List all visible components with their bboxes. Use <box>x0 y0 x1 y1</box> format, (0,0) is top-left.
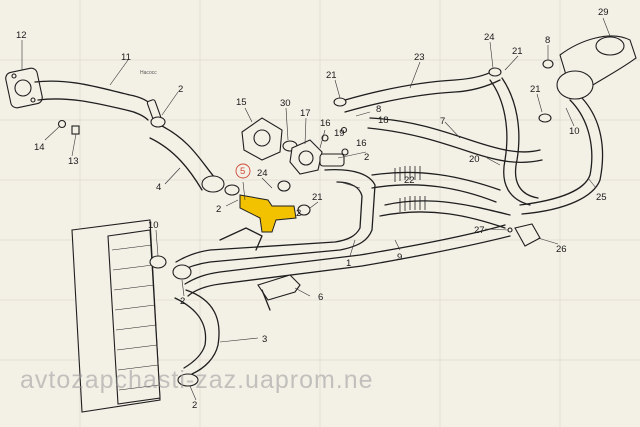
label-26: 26 <box>556 244 567 255</box>
label-2: 2 <box>192 400 197 411</box>
label-7: 7 <box>440 116 445 127</box>
label-24: 24 <box>257 168 268 179</box>
label-11: 11 <box>121 52 131 63</box>
label-10: 10 <box>569 126 580 137</box>
label-3: 3 <box>262 334 267 345</box>
radiator <box>71 219 199 413</box>
label-20: 20 <box>469 154 480 165</box>
label-9: 9 <box>397 252 402 263</box>
label-10: 10 <box>148 220 159 231</box>
label-21: 21 <box>326 70 337 81</box>
bracket-part-6 <box>257 274 301 311</box>
label-21: 21 <box>312 192 323 203</box>
highlight-ring <box>235 163 251 179</box>
thermostat-housing-part-15 <box>241 117 298 161</box>
hose-clamps <box>150 59 554 216</box>
watermark: avtozapchasti-zaz.uaprom.ne <box>20 366 374 394</box>
leader-lines <box>21 17 611 401</box>
label-21: 21 <box>512 46 523 57</box>
pump-outlet-part-17 <box>289 126 349 175</box>
label-19: 19 <box>334 128 345 139</box>
annotation-text: Насосс <box>140 70 157 76</box>
hose-part-7 <box>367 117 543 164</box>
label-25: 25 <box>596 192 607 203</box>
pipe-part-23 <box>344 69 501 113</box>
label-2: 2 <box>178 84 183 95</box>
label-2: 2 <box>180 296 185 307</box>
label-2: 2 <box>364 152 369 163</box>
part-number-labels: 12 11 2 14 13 4 15 30 5 24 2 17 16 19 18… <box>16 7 609 411</box>
hose-part-11 <box>34 80 162 121</box>
label-27: 27 <box>474 225 485 236</box>
hose-part-4 <box>149 124 225 193</box>
label-30: 30 <box>280 98 291 109</box>
label-17: 17 <box>300 108 311 119</box>
label-29: 29 <box>598 7 609 18</box>
label-2: 2 <box>296 208 301 219</box>
label-18: 18 <box>378 115 389 126</box>
label-22: 22 <box>404 175 415 186</box>
label-14: 14 <box>34 142 45 153</box>
label-16: 16 <box>320 118 331 129</box>
label-8: 8 <box>545 35 550 46</box>
label-5: 5 <box>240 166 245 177</box>
clip-part-26-27 <box>507 223 541 247</box>
label-4: 4 <box>156 182 161 193</box>
label-8: 8 <box>376 104 381 115</box>
label-2: 2 <box>216 204 221 215</box>
flange-part-12 <box>5 67 43 109</box>
corrugated-hoses-part-22 <box>371 166 511 229</box>
label-1: 1 <box>346 258 351 269</box>
expansion-tank-part-29 <box>556 35 637 100</box>
label-13: 13 <box>68 156 79 167</box>
pipes-part-20-25 <box>489 77 604 215</box>
hose-part-3 <box>174 289 220 375</box>
label-24: 24 <box>484 32 495 43</box>
label-6: 6 <box>318 292 323 303</box>
label-15: 15 <box>236 97 247 108</box>
highlighted-hose-part-5 <box>239 194 297 233</box>
label-12: 12 <box>16 30 27 41</box>
pipe-part-9 <box>184 224 511 297</box>
label-16: 16 <box>356 138 367 149</box>
label-23: 23 <box>414 52 425 63</box>
label-21: 21 <box>530 84 541 95</box>
bolt-part-13-14 <box>57 119 80 135</box>
